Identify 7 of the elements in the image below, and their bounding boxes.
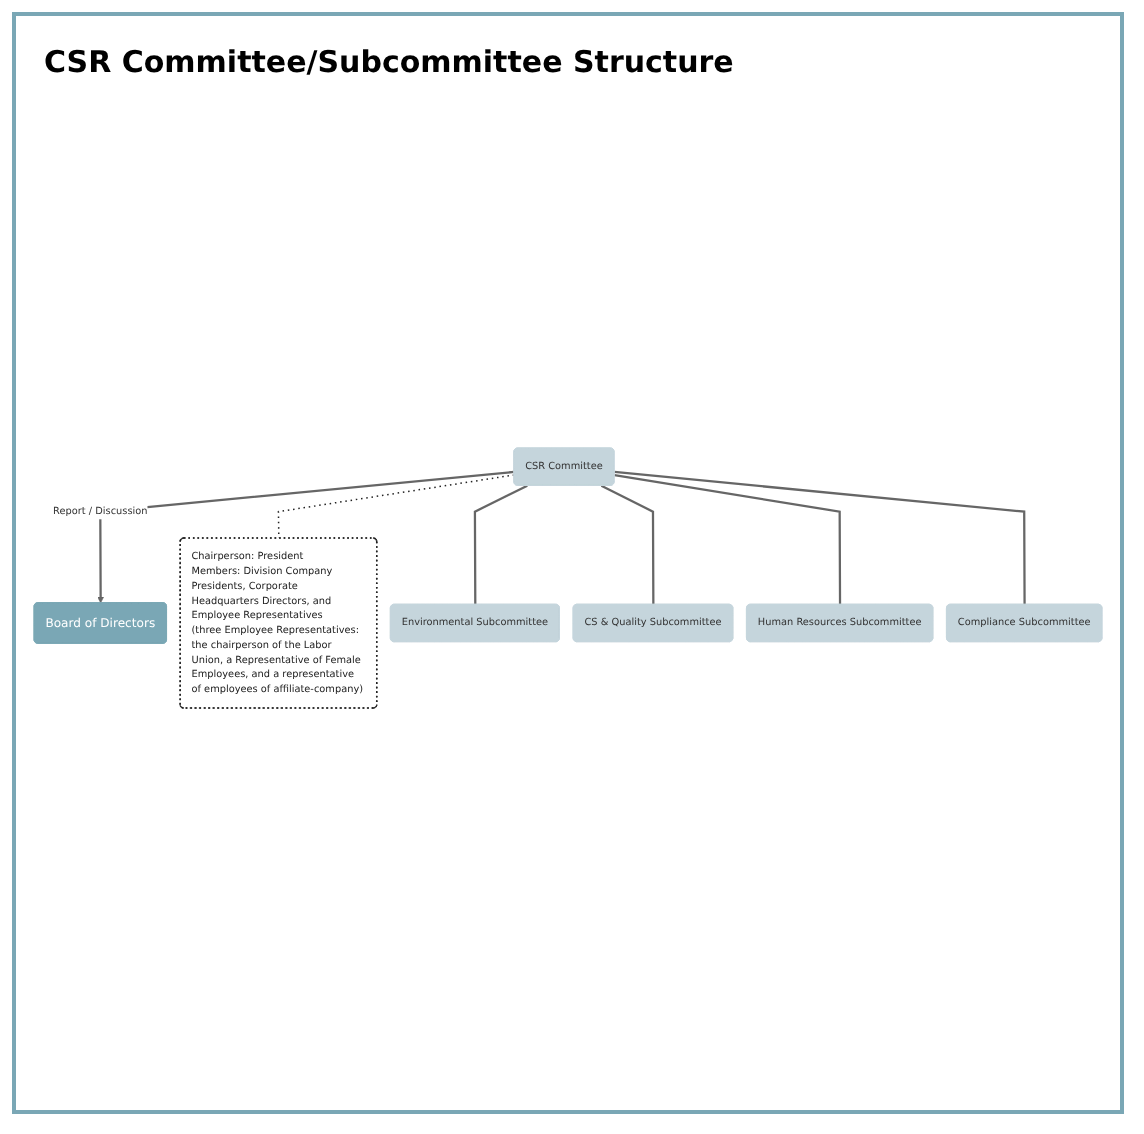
connector [277, 474, 515, 540]
connector [600, 484, 655, 605]
arrow [97, 470, 515, 604]
diagram-title: CSR Committee/Subcommittee Structure [44, 44, 736, 80]
connector [614, 470, 1026, 605]
connector [473, 484, 528, 605]
connector [614, 474, 842, 605]
